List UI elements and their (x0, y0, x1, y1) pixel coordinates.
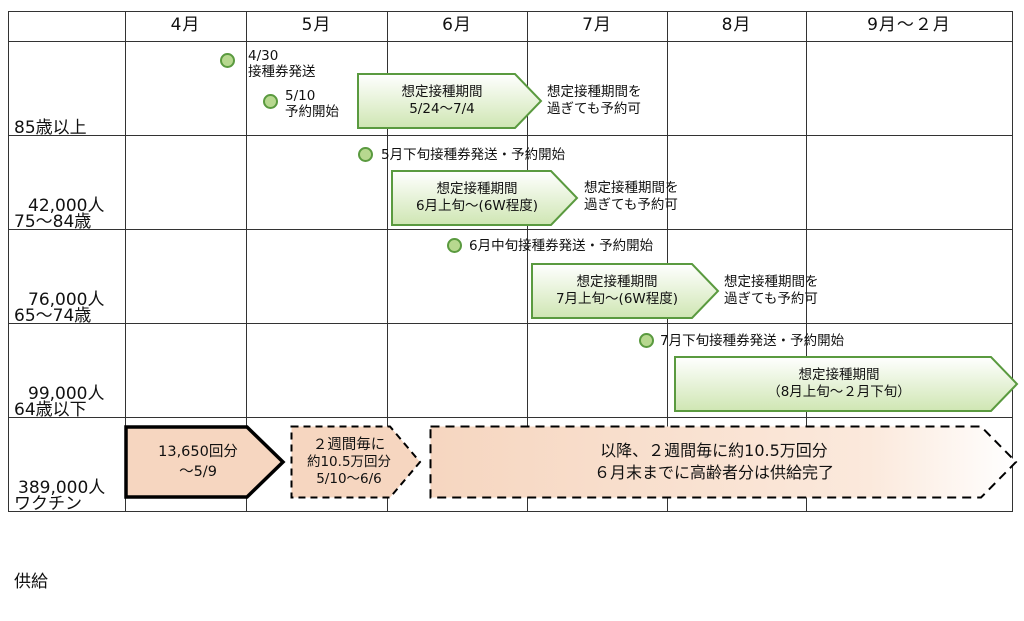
grid-line (8, 11, 1013, 12)
grid-line (527, 11, 528, 511)
grid-line (8, 135, 1013, 136)
dispatch-note-64: 7月下旬接種券発送・予約開始 (660, 333, 845, 349)
row-label-title: 供給 (14, 572, 48, 592)
month-header-jul: 7月 (582, 15, 612, 35)
supply-ongoing-text: 以降、２週間毎に約10.5万回分 (600, 441, 828, 460)
row-label-64-under: 64歳以下 389,000人 (14, 345, 105, 527)
grid-line (8, 417, 1013, 418)
row-label-75-84: 75～84歳 76,000人 (14, 157, 104, 339)
supply-arrow-shape (124, 425, 286, 499)
supply-arrow-shape (429, 425, 1018, 499)
milestone-dot (263, 94, 278, 109)
supply-amount: 13,650回分 (158, 444, 238, 460)
month-header-jun: 6月 (442, 15, 472, 35)
row-label-count: 42,000人 (28, 196, 105, 216)
period-arrow-shape (391, 170, 579, 226)
period-arrow-64: 想定接種期間 （8月上旬～２月下旬） (674, 356, 1019, 412)
grid-line (667, 11, 668, 511)
grid-line (8, 11, 9, 511)
milestone-dot (358, 147, 373, 162)
grid-line (1012, 11, 1013, 511)
row-label-85-plus: 85歳以上 42,000人 (14, 63, 104, 245)
grid-line (8, 323, 1013, 324)
period-arrow-65: 想定接種期間 7月上旬～(6W程度) (531, 263, 720, 319)
supply-frequency: ２週間毎に (312, 436, 386, 453)
row-label-count: 99,000人 (28, 384, 105, 404)
reserve-note-85: 5/10 予約開始 (285, 88, 339, 120)
month-header-aug: 8月 (721, 15, 752, 35)
dispatch-note-85: 4/30 接種券発送 (248, 48, 316, 80)
period-arrow-shape (357, 73, 543, 129)
grid-line (8, 511, 1013, 512)
row-label-65-74: 65～74歳 99,000人 (14, 251, 104, 433)
period-title: 想定接種期間 (798, 367, 880, 383)
period-range: 6月上旬～(6W程度) (415, 198, 539, 214)
supply-arrow-initial: 13,650回分 ～5/9 (124, 425, 286, 499)
supply-arrow-biweekly: ２週間毎に 約10.5万回分 5/10～6/6 (290, 425, 422, 499)
period-range: 7月上旬～(6W程度) (555, 291, 679, 307)
row-label-count: 76,000人 (28, 290, 105, 310)
grid-line (125, 11, 126, 511)
month-header-may: 5月 (301, 15, 332, 35)
supply-amount: 約10.5万回分 (306, 453, 392, 470)
row-label-age: 64歳以下 (14, 400, 87, 420)
dispatch-note-75: 5月下旬接種券発送・予約開始 (381, 147, 566, 163)
supply-until: ～5/9 (179, 464, 217, 480)
supply-arrow-ongoing: 以降、２週間毎に約10.5万回分 ６月末までに高齢者分は供給完了 (429, 425, 1019, 499)
milestone-dot (447, 238, 462, 253)
dispatch-note-65: 6月中旬接種券発送・予約開始 (469, 238, 654, 254)
after-period-note-85: 想定接種期間を 過ぎても予約可 (547, 84, 642, 117)
supply-arrow-shape (290, 425, 422, 499)
period-title: 想定接種期間 (436, 181, 518, 197)
grid-line (8, 229, 1013, 230)
period-arrow-75: 想定接種期間 6月上旬～(6W程度) (391, 170, 579, 226)
period-title: 想定接種期間 (401, 84, 483, 100)
period-range: （8月上旬～２月下旬） (767, 384, 911, 400)
period-range: 5/24～7/4 (409, 101, 475, 117)
row-label-age: 75～84歳 (14, 212, 92, 232)
grid-line (806, 11, 807, 511)
row-label-age: 85歳以上 (14, 118, 87, 138)
row-label-title: ワクチン (14, 494, 82, 514)
period-arrow-shape (674, 356, 1019, 412)
row-label-vaccine-supply: ワクチン 供給 (14, 439, 82, 621)
supply-dates: 5/10～6/6 (316, 470, 382, 487)
grid-line (387, 11, 388, 511)
month-header-sep-feb: 9月～２月 (867, 15, 951, 35)
after-period-note-65: 想定接種期間を 過ぎても予約可 (724, 274, 819, 307)
month-header-apr: 4月 (170, 15, 201, 35)
row-label-age: 65～74歳 (14, 306, 92, 326)
grid-line (246, 11, 247, 511)
supply-ongoing-text: ６月末までに高齢者分は供給完了 (593, 463, 834, 482)
period-arrow-85: 想定接種期間 5/24～7/4 (357, 73, 543, 129)
grid-line (8, 41, 1013, 42)
milestone-dot (220, 53, 235, 68)
milestone-dot (639, 333, 654, 348)
after-period-note-75: 想定接種期間を 過ぎても予約可 (584, 180, 679, 213)
period-arrow-shape (531, 263, 720, 319)
row-label-count: 389,000人 (18, 478, 106, 498)
period-title: 想定接種期間 (576, 274, 658, 290)
